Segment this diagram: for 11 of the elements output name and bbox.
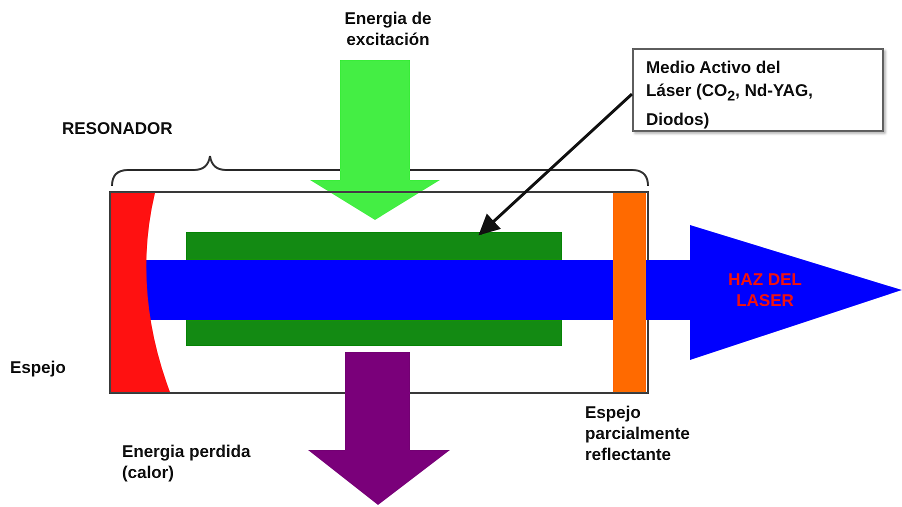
callout-box xyxy=(632,48,884,132)
partial-mirror-label: Espejo parcialmente reflectante xyxy=(585,402,691,465)
resonator-label: RESONADOR xyxy=(62,118,174,139)
active-medium-bar xyxy=(186,232,562,260)
mirror-label: Espejo xyxy=(10,357,67,378)
input-label: Energia de excitación xyxy=(344,8,432,50)
output-label: Energia perdida (calor) xyxy=(122,441,252,483)
callout-text: Medio Activo del Láser (CO$_{2}$, Nd-YAG, Diodos) xyxy=(646,57,814,132)
leader-line xyxy=(478,92,634,236)
laser-beam-arrow xyxy=(647,225,902,360)
beam-label: HAZ DEL LASER xyxy=(727,269,803,311)
